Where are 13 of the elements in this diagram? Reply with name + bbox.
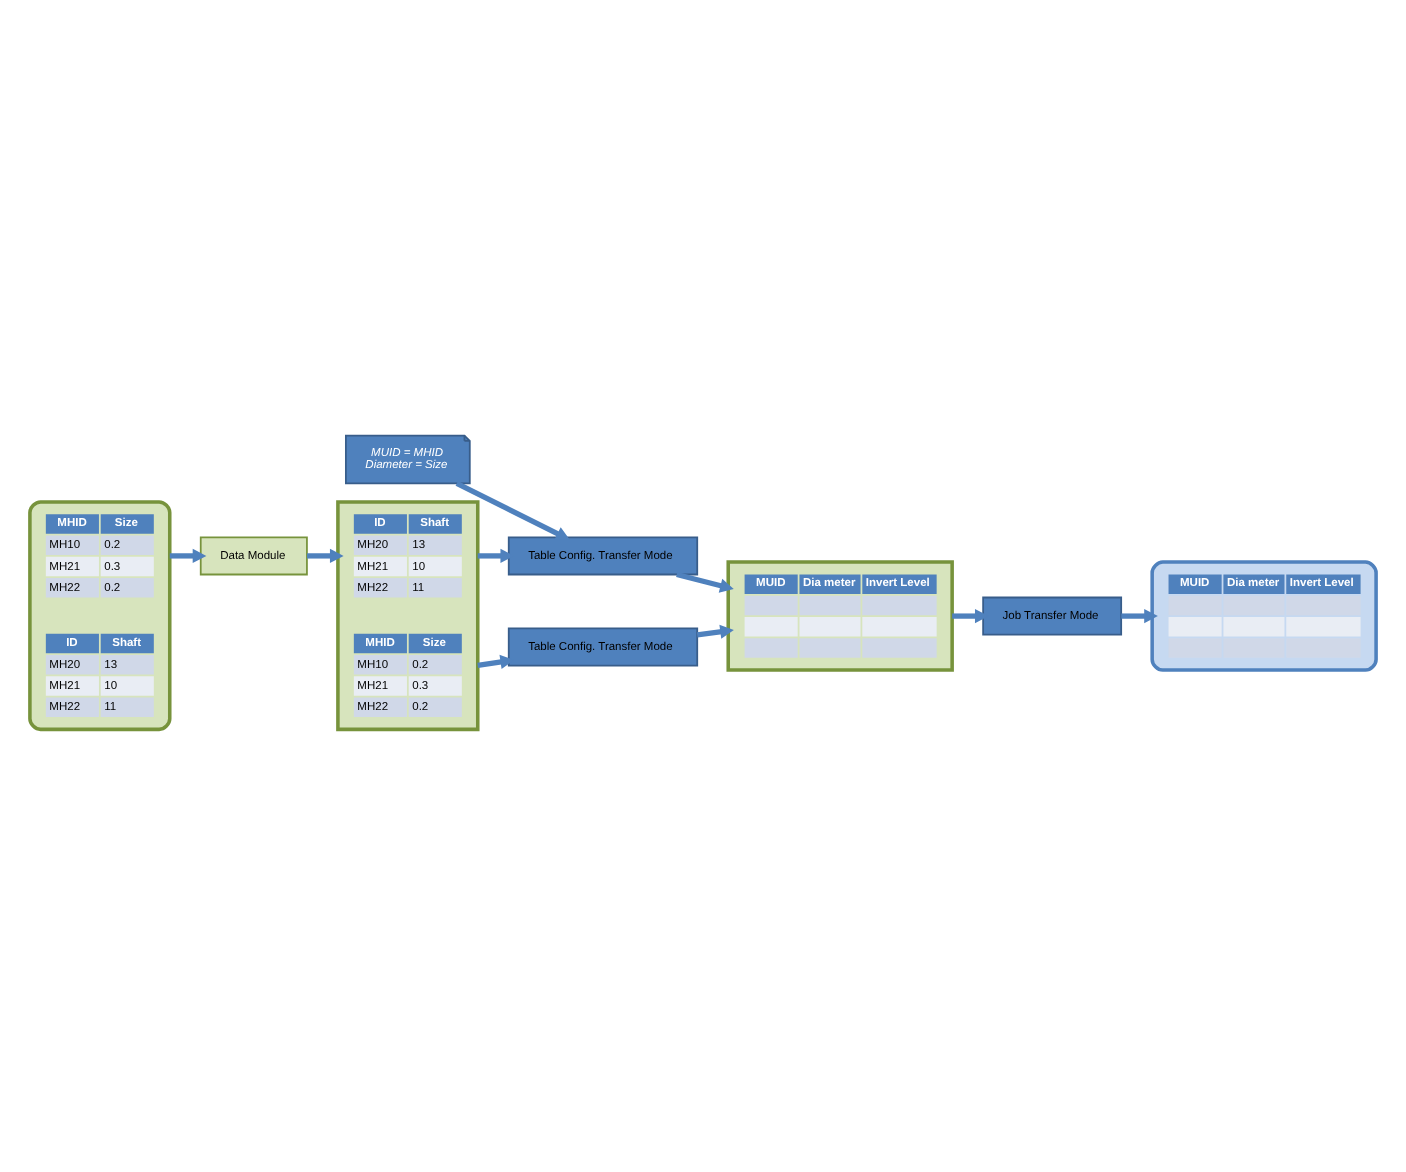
arrow — [307, 548, 344, 564]
arrow — [477, 548, 515, 564]
arrow — [696, 624, 734, 639]
arrow — [455, 481, 570, 541]
arrow — [477, 654, 515, 670]
cluster — [726, 560, 954, 672]
arrow — [1121, 608, 1158, 624]
cluster — [1150, 560, 1378, 672]
cluster — [336, 500, 480, 732]
arrow — [952, 608, 989, 624]
arrow — [169, 548, 207, 564]
cluster — [28, 500, 172, 732]
arrow — [676, 571, 734, 593]
